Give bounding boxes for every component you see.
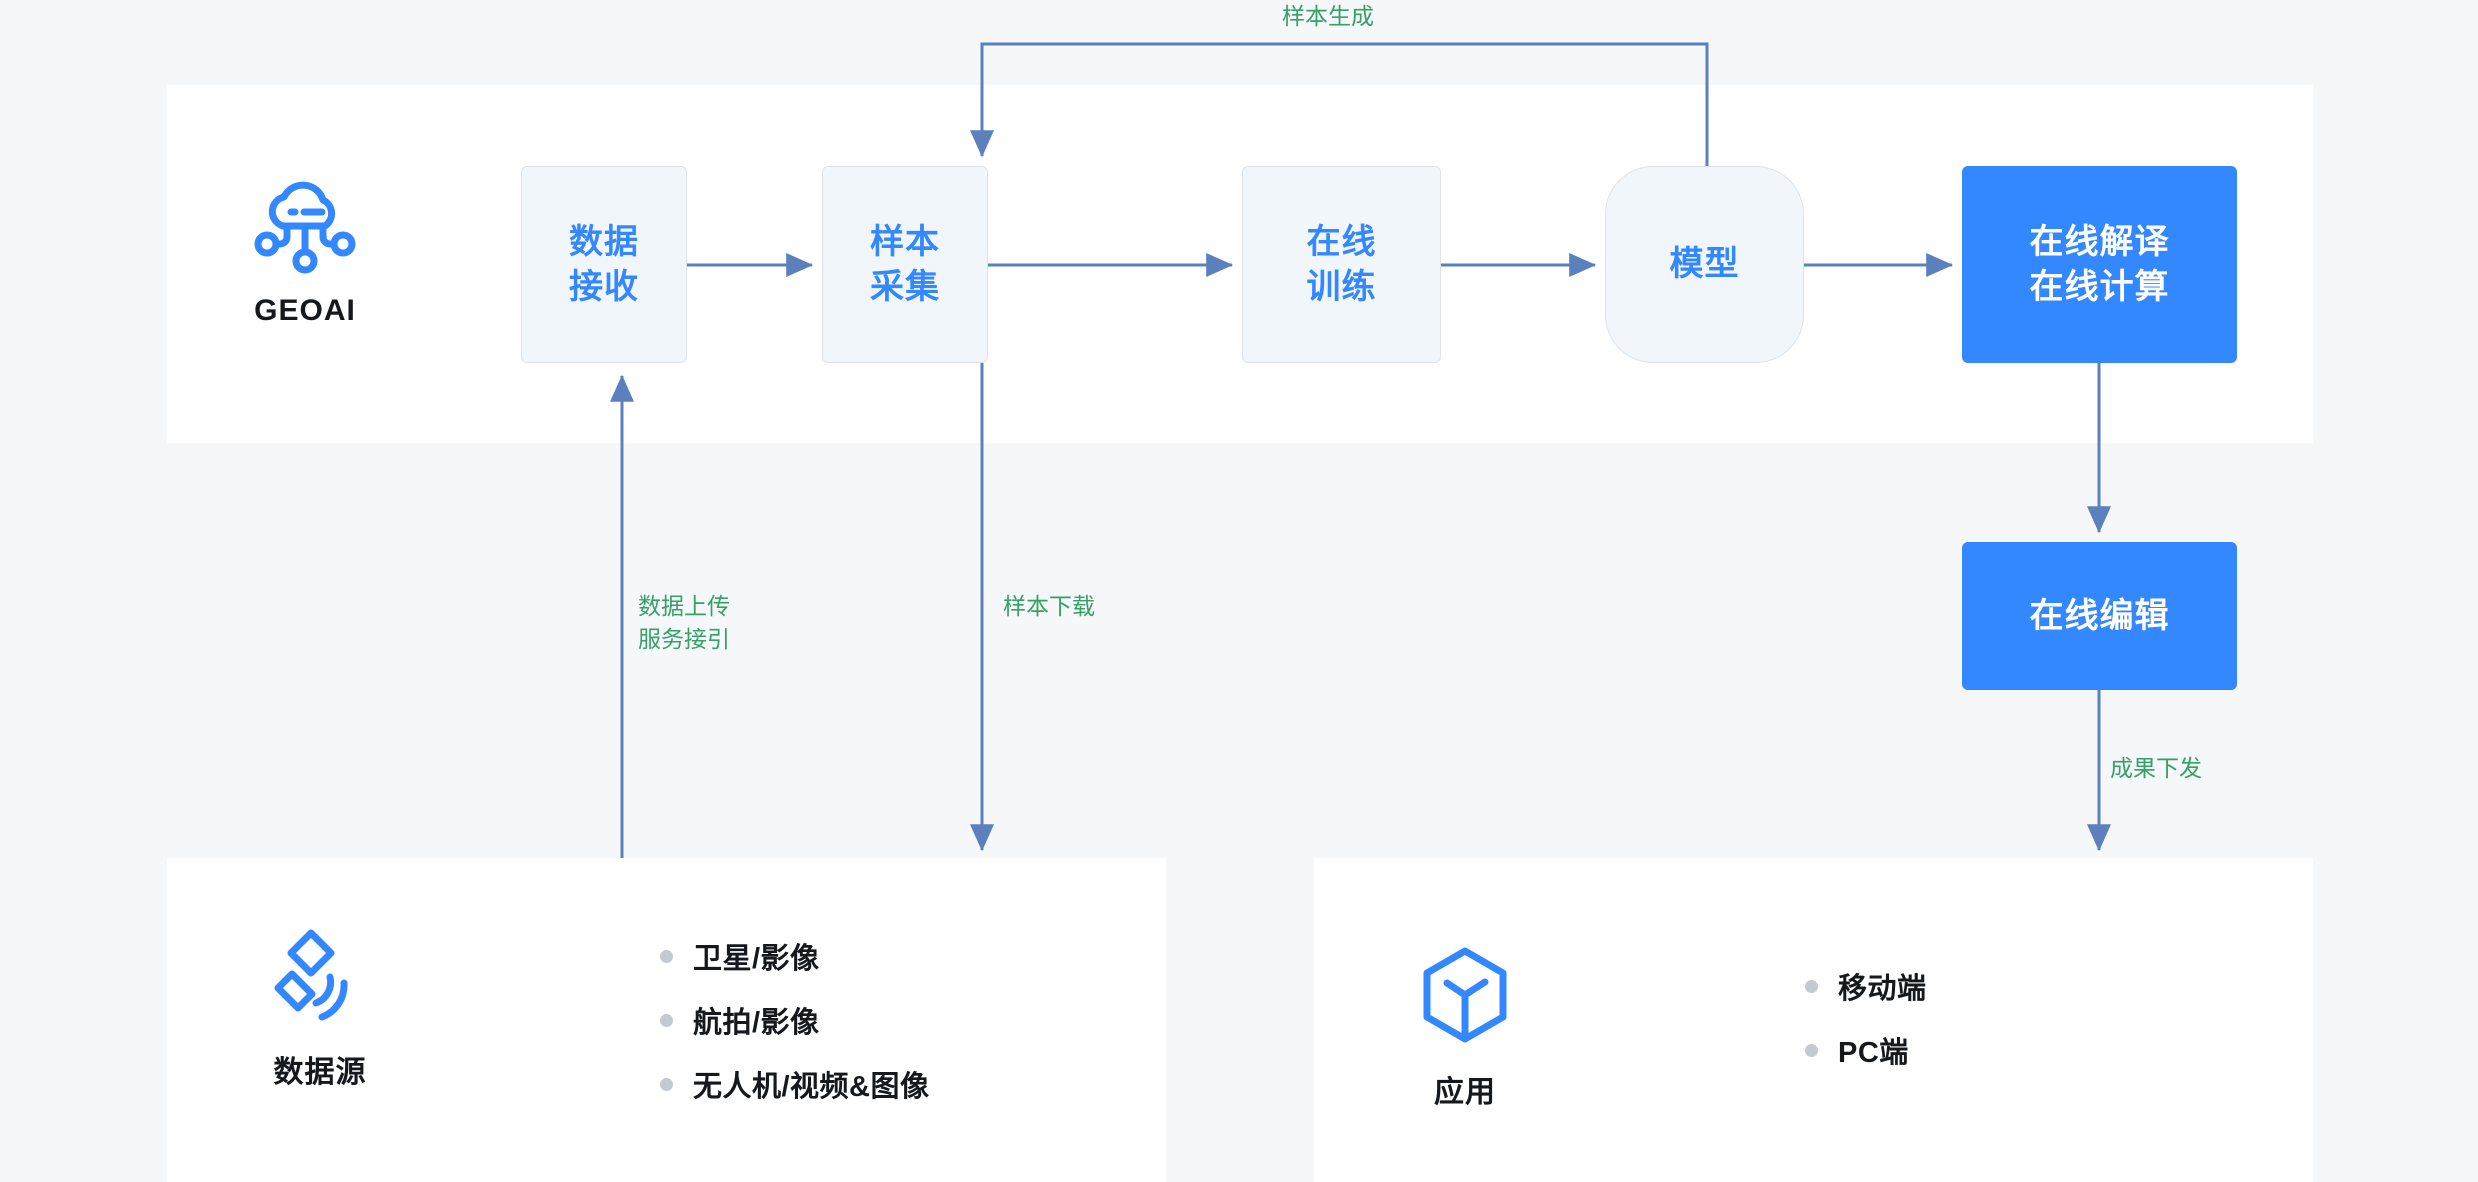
list-item-label: 无人机/视频&图像 [693,1071,930,1103]
data-source-header: 数据源 [230,925,410,1091]
node-line: 数据 [569,223,639,262]
node-online-train[interactable]: 在线 训练 [1242,166,1441,363]
node-line: 样本 [870,223,940,262]
node-line: 在线解译 [2029,223,2170,262]
bullet-dot-icon [660,949,673,963]
list-item: 卫星/影像 [660,935,930,977]
edge-label-data-upload: 数据上传 服务接引 [638,590,730,655]
bullet-dot-icon [1805,979,1818,993]
list-item: 航拍/影像 [660,999,930,1041]
node-online-edit[interactable]: 在线编辑 [1962,542,2237,690]
node-sample-collect[interactable]: 样本 采集 [822,166,988,363]
list-item-label: PC端 [1838,1037,1909,1069]
list-item: PC端 [1805,1029,1927,1071]
application-panel [1314,858,2313,1182]
node-line: 在线计算 [2029,267,2170,306]
list-item-label: 移动端 [1838,973,1927,1005]
bullet-dot-icon [660,1013,673,1027]
list-item-label: 航拍/影像 [693,1007,820,1039]
edge-label-line: 服务接引 [638,625,730,652]
bullet-dot-icon [660,1077,673,1091]
node-line: 接收 [569,267,639,306]
cube-hexagon-icon [1423,947,1507,1043]
node-model[interactable]: 模型 [1605,166,1804,363]
cloud-network-icon [254,181,356,274]
list-item: 移动端 [1805,965,1927,1007]
node-data-receive[interactable]: 数据 接收 [521,166,687,363]
brand-label: GEOAI [254,294,356,327]
bullet-dot-icon [1805,1043,1818,1057]
satellite-layers-icon [274,929,348,1021]
node-line: 在线 [1306,223,1377,262]
section-title: 应用 [1434,1076,1496,1109]
list-item-label: 卫星/影像 [693,943,820,975]
node-line: 在线编辑 [2029,596,2170,635]
application-header: 应用 [1375,945,1555,1111]
application-list: 移动端 PC端 [1805,965,1927,1071]
list-item: 无人机/视频&图像 [660,1063,930,1105]
node-line: 训练 [1306,267,1377,306]
edge-label-sample-download: 样本下载 [1003,593,1095,619]
node-line: 采集 [870,267,940,306]
arrow-sample-generate-feedback [970,42,1709,166]
geoai-brand: GEOAI [215,180,395,328]
edge-label-sample-generate: 样本生成 [1282,3,1374,29]
node-online-interpret[interactable]: 在线解译 在线计算 [1962,166,2237,363]
section-title: 数据源 [273,1056,367,1089]
edge-label-result-delivery: 成果下发 [2110,755,2202,781]
data-source-list: 卫星/影像 航拍/影像 无人机/视频&图像 [660,935,930,1105]
edge-label-line: 数据上传 [638,593,730,619]
node-line: 模型 [1669,245,1740,284]
